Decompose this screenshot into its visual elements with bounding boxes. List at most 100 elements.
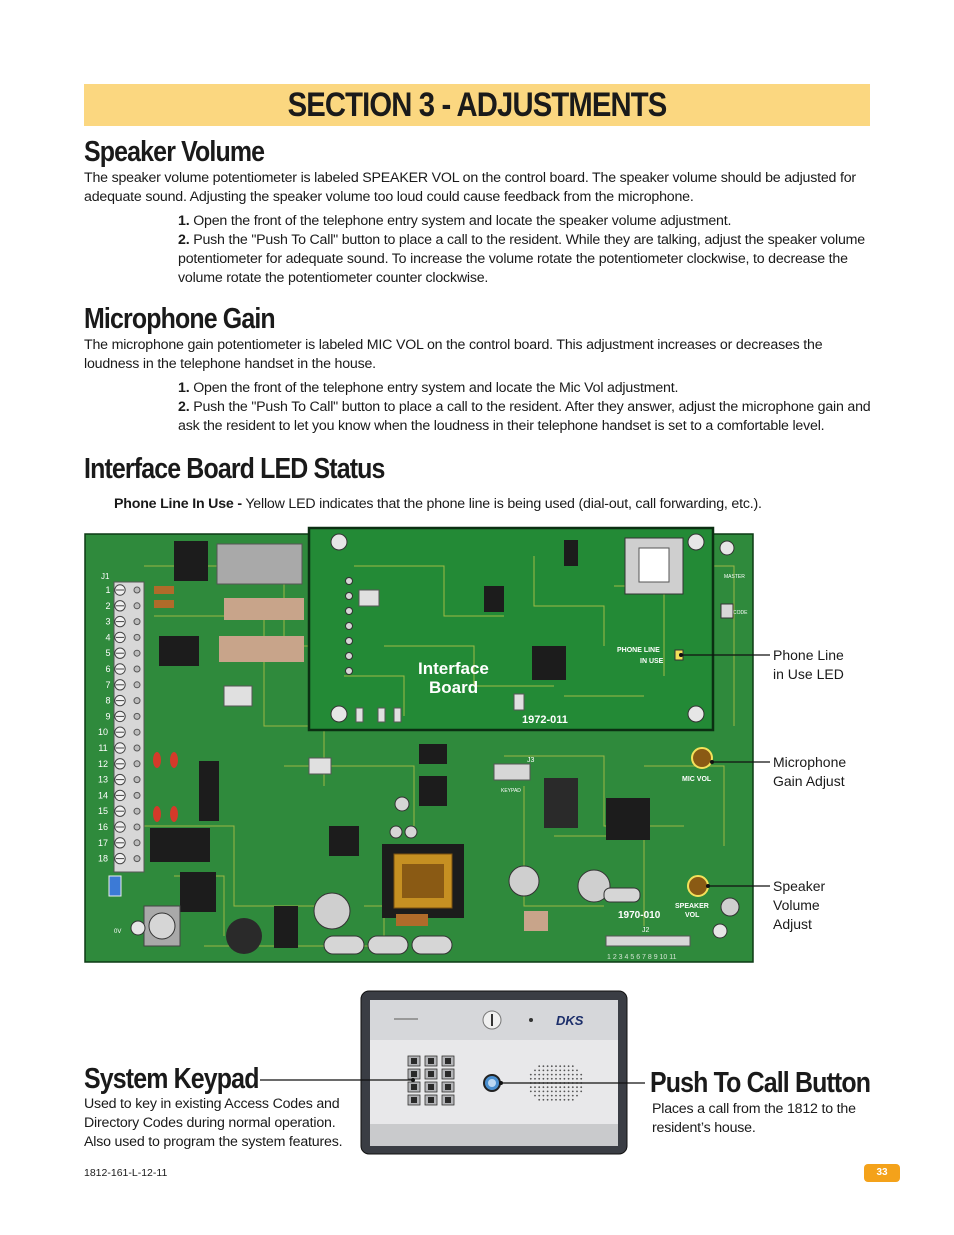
callout-speaker-line-1: Speaker [773,878,826,894]
leader-dot [706,884,710,888]
j1-pin-number: 6 [105,664,110,674]
keypad-key-glyph [445,1058,451,1064]
panel-indicator [529,1018,533,1022]
push-body-line-2: resident’s house. [652,1120,756,1136]
grille-hole [563,1090,566,1093]
interface-pins [345,577,353,675]
terminal-pin [133,807,141,815]
terminal-pin [133,744,141,752]
phone-line-label-2: IN USE [640,658,664,665]
component-ic [159,636,199,666]
j1-pin-number: 10 [98,727,108,737]
capacitor [154,586,174,594]
grille-hole [538,1069,541,1072]
keypad-key-glyph [411,1097,417,1103]
pushbutton-cap [148,912,176,940]
step-text: Push the "Push To Call" button to place … [178,232,865,286]
grille-hole [542,1069,545,1072]
callout-lines [679,653,770,888]
grille-hole [542,1090,545,1093]
capacitor [154,600,174,608]
led-status-line: Phone Line In Use - Yellow LED indicates… [114,495,874,514]
keypad-key-glyph [428,1084,434,1090]
grille-hole [529,1086,532,1089]
callout-phone-led-line-2: in Use LED [773,666,844,682]
grille-hole [576,1069,578,1072]
push-body-line-1: Places a call from the 1812 to the [652,1101,856,1117]
grille-hole [550,1098,553,1101]
grille-hole [550,1065,553,1068]
component-block [524,911,548,931]
speaker-step-1: 1. Open the front of the telephone entry… [178,212,874,231]
relay [216,543,303,585]
terminal-pad [323,935,365,955]
grille-hole [563,1073,566,1076]
phone-line-label: PHONE LINE [617,647,660,654]
fuse [170,752,178,768]
grille-hole [571,1090,574,1093]
interface-component [377,707,386,723]
terminal-pin [133,728,141,736]
keypad-body-line-1: Used to key in existing Access Codes and [84,1096,340,1112]
component-ic [329,826,359,856]
grille-hole [550,1090,553,1093]
grille-hole [567,1069,570,1072]
grille-hole [534,1090,536,1093]
j1-pin-number: 13 [98,775,108,785]
capacitor-round [720,897,740,917]
grille-hole [571,1077,574,1080]
component-ic [174,541,208,581]
grille-hole [555,1086,557,1089]
grille-hole [555,1077,557,1080]
grille-hole [559,1090,562,1093]
grille-hole [550,1077,553,1080]
step-number: 1. [178,213,190,229]
grille-hole [580,1077,583,1080]
panel-bottom [370,1124,618,1146]
terminal-pin [133,633,141,641]
step-text: Open the front of the telephone entry sy… [193,213,732,229]
grille-hole [571,1094,574,1097]
grille-hole [542,1073,545,1076]
grille-hole [538,1094,541,1097]
main-part-number: 1970-010 [618,910,661,921]
grille-hole [571,1065,574,1068]
component-ic [419,776,447,806]
main-board-screws [130,540,735,939]
terminal-pin [133,649,141,657]
j1-pin-number: 3 [105,617,110,627]
leader-dot [679,653,683,657]
led-indicator [404,825,418,839]
interface-part-number: 1972-011 [522,714,568,726]
processor [606,798,650,840]
processor [544,778,578,828]
grille-hole [576,1077,578,1080]
grille-hole [555,1090,557,1093]
interface-component [393,707,402,723]
interface-ic [564,540,578,566]
component-ic [180,872,216,912]
j1-pin-number: 16 [98,822,108,832]
grille-hole [529,1090,532,1093]
j1-pin-number: 9 [105,711,110,721]
grille-hole [555,1069,557,1072]
leader-dot [411,1078,415,1082]
grille-hole [546,1077,549,1080]
grille-hole [563,1065,566,1068]
step-number: 1. [178,380,190,396]
grille-hole [567,1073,570,1076]
grille-hole [580,1090,583,1093]
grille-hole [534,1086,536,1089]
grille-hole [567,1077,570,1080]
keypad-key-glyph [428,1058,434,1064]
keypad-key-glyph [411,1071,417,1077]
step-text: Push the "Push To Call" button to place … [178,399,871,434]
callout-phone-led: Phone Line in Use LED [773,646,844,684]
component-small [108,875,122,897]
grille-hole [538,1090,541,1093]
grille-hole [559,1098,562,1101]
keypad-keys [407,1055,455,1106]
grille-hole [546,1098,549,1101]
grille-hole [559,1065,562,1068]
